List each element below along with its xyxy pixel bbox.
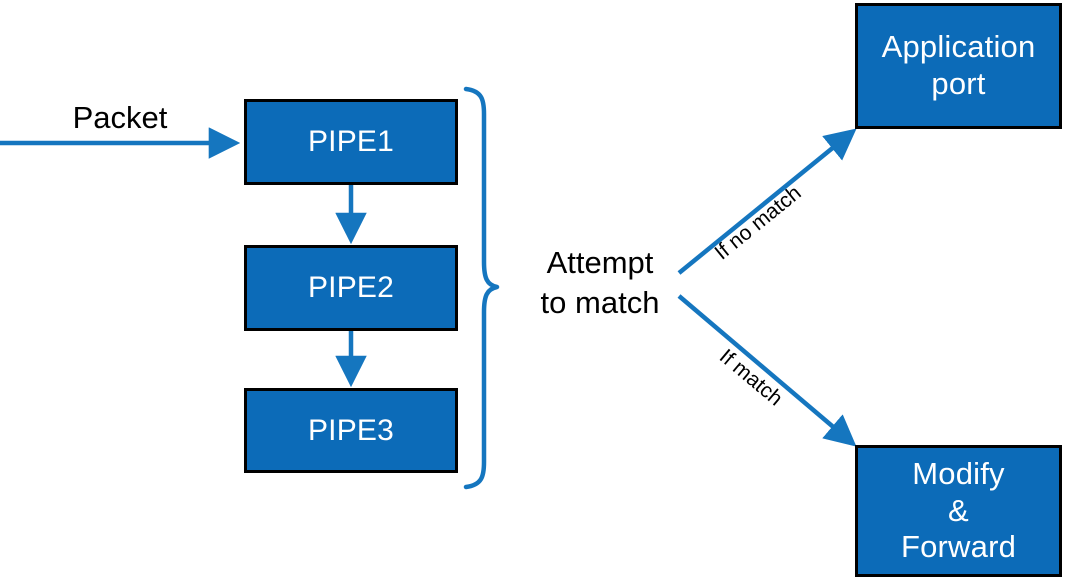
- edge-if-no-match: [677, 128, 857, 275]
- label-attempt-to-match: Attempt to match: [540, 245, 660, 320]
- edge-if-match: [677, 294, 857, 447]
- node-pipe2[interactable]: PIPE2: [244, 245, 458, 331]
- label-packet: Packet: [72, 100, 168, 135]
- node-application-port[interactable]: Application port: [855, 3, 1062, 129]
- group-brace: [463, 86, 500, 490]
- node-pipe3[interactable]: PIPE3: [244, 388, 458, 473]
- node-modify-and-forward[interactable]: Modify & Forward: [855, 445, 1062, 577]
- node-pipe1[interactable]: PIPE1: [244, 99, 458, 185]
